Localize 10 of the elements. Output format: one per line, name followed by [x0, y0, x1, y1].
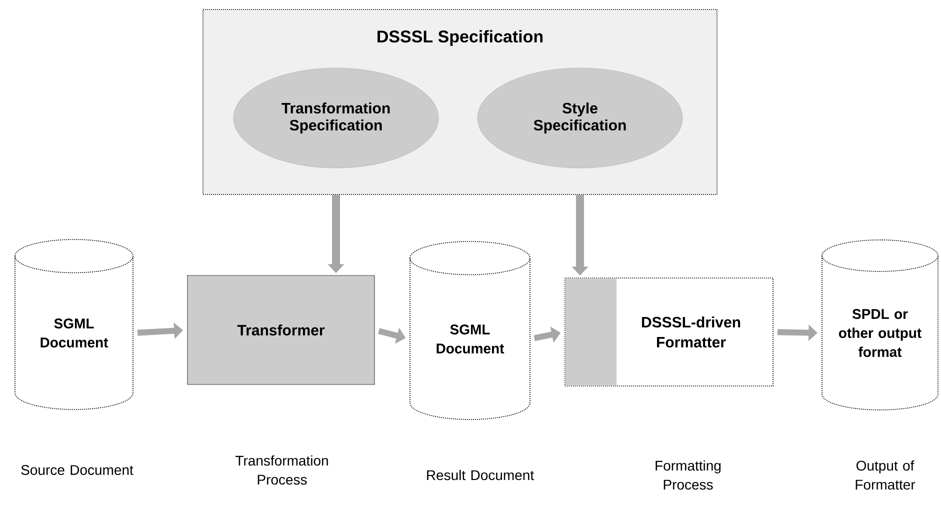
caption: Output of Formatter: [856, 460, 916, 490]
caption: Transformation Process: [236, 455, 328, 485]
caption: Source Document: [21, 465, 134, 475]
document-cylinder: SGML Document: [410, 241, 530, 420]
document-cylinder: SGML Document: [14, 239, 134, 410]
process-box: DSSSL-driven Formatter: [564, 278, 774, 386]
process-box: Transformer: [187, 275, 375, 385]
document-cylinder: SPDL or other output format: [822, 240, 938, 410]
caption: Formatting Process: [656, 460, 721, 490]
caption: Result Document: [427, 470, 534, 480]
